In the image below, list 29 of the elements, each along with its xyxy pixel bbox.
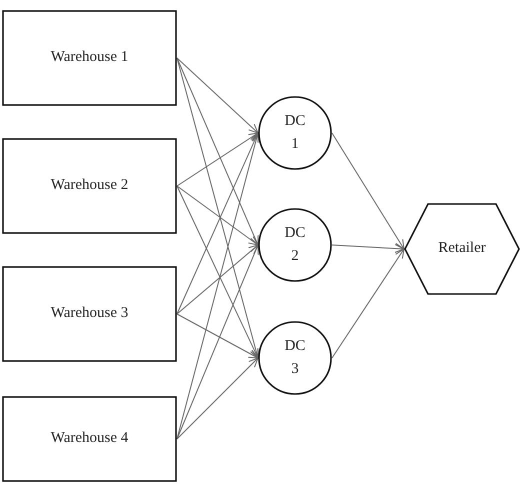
arrow <box>176 58 259 246</box>
arrow <box>176 314 258 358</box>
arrow <box>176 244 258 314</box>
arrow <box>332 244 404 253</box>
node-label: DC 1 <box>284 112 306 154</box>
arrow <box>176 244 259 440</box>
node-label: Retailer <box>438 239 486 258</box>
node-label: DC 2 <box>284 224 306 266</box>
node-label: Warehouse 3 <box>50 304 128 324</box>
process-box <box>2 396 177 482</box>
hexagon-node <box>404 203 520 295</box>
process-box <box>2 266 177 362</box>
arrow <box>176 132 258 186</box>
arrow <box>176 58 258 134</box>
process-box <box>2 10 177 106</box>
node-label: DC 3 <box>284 336 306 379</box>
arrow <box>176 358 258 440</box>
circle-node <box>258 321 332 395</box>
arrow <box>332 248 404 358</box>
arrow <box>176 186 258 246</box>
node-label: Warehouse 1 <box>50 48 128 68</box>
circle-node <box>258 208 332 282</box>
node-label: Warehouse 2 <box>50 176 128 196</box>
process-box <box>2 138 177 234</box>
arrow <box>176 132 258 314</box>
arrow <box>332 132 404 250</box>
circle-node <box>258 96 332 170</box>
arrow <box>176 186 258 358</box>
node-label: Warehouse 4 <box>50 429 128 448</box>
